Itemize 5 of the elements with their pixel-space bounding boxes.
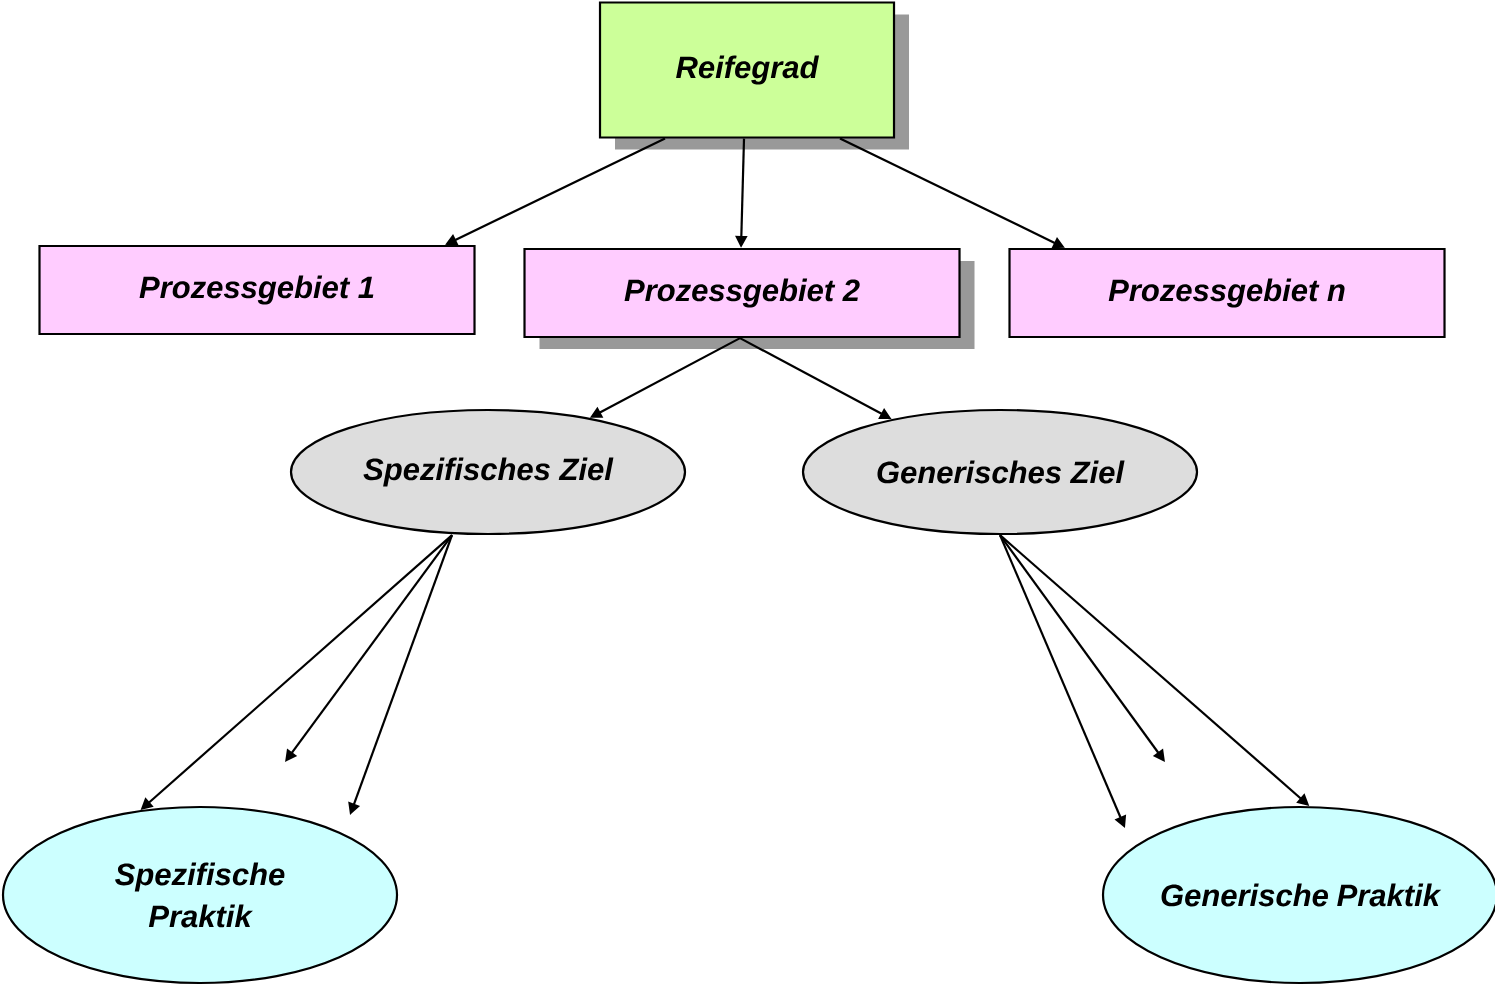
arrow xyxy=(285,534,453,762)
process-box: Prozessgebiet 1 xyxy=(38,244,476,336)
process-box: Prozessgebiet 2 xyxy=(523,247,975,349)
process-box: Prozessgebiet n xyxy=(1008,247,1446,339)
process-box: Reifegrad xyxy=(598,1,909,150)
